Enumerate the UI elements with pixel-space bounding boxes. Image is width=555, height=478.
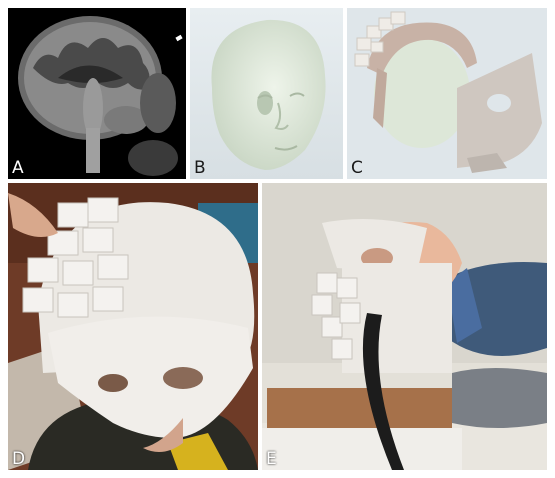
panel-c-helmet-and-mask-model-image: C [347,8,547,179]
panel-label-e: E [266,449,277,469]
panel-e-scanner-setup-photo: E [262,183,547,470]
helmet-mask-model-illustration [347,8,547,179]
panel-label-c: C [351,158,363,178]
panel-label-b: B [194,158,206,178]
panel-b-3d-face-model-image: B [190,8,343,179]
scanner-setup-photo-illustration [262,183,547,470]
worn-helmet-photo-illustration [8,183,258,470]
mri-brain-illustration [8,8,186,179]
face-model-illustration [190,8,343,179]
panel-label-a: A [12,158,24,178]
panel-a-mri-sagittal-image: A [8,8,186,179]
panel-label-d: D [12,449,26,469]
panel-d-worn-helmet-photo: D [8,183,258,470]
